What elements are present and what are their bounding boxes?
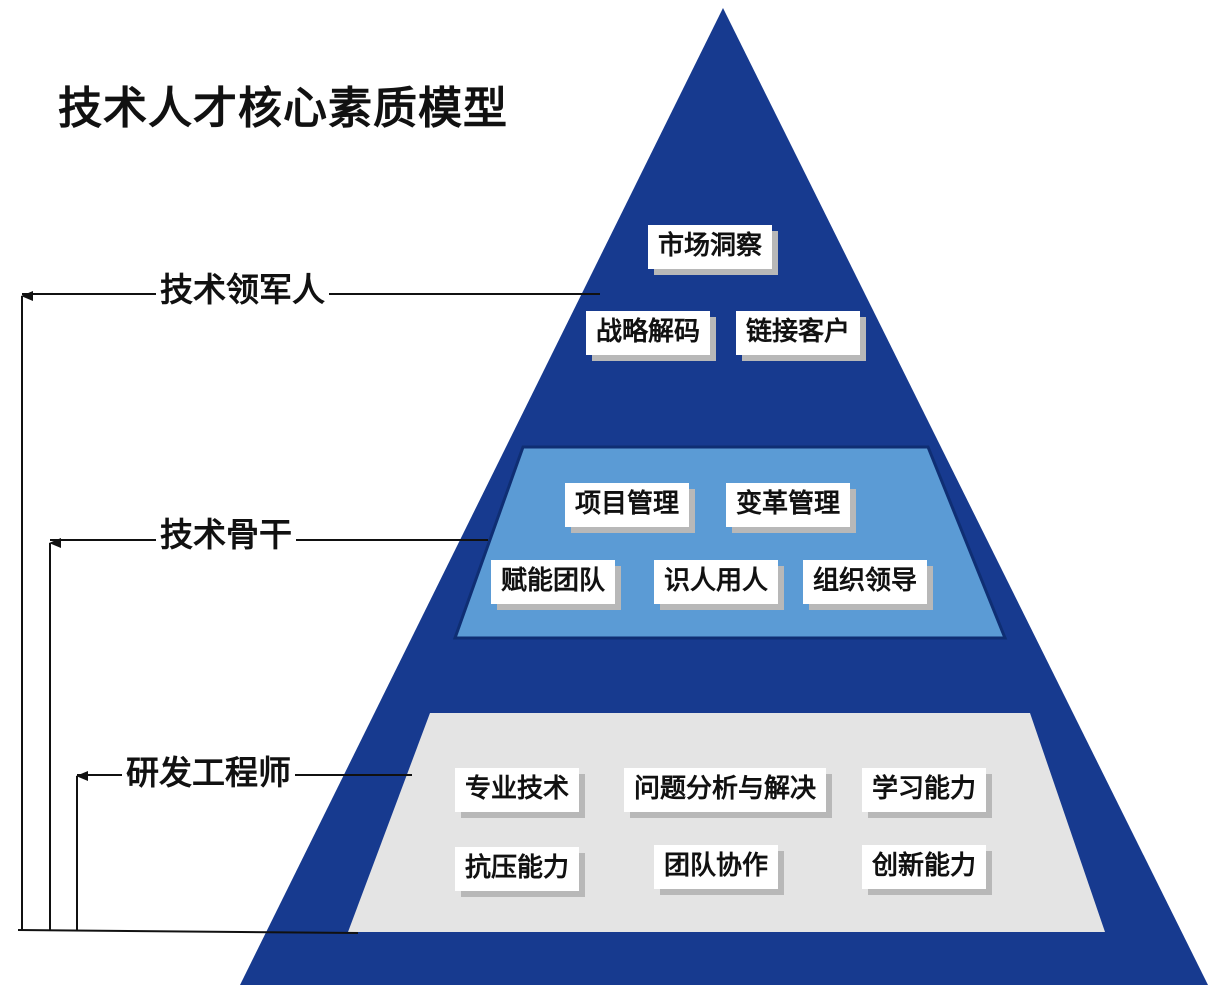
skill-box: 变革管理 <box>726 483 851 527</box>
page-title: 技术人才核心素质模型 <box>58 83 508 134</box>
skill-box: 抗压能力 <box>455 847 580 891</box>
middle-band <box>452 445 1008 640</box>
skill-box: 创新能力 <box>862 845 987 889</box>
bottom-band <box>348 713 1105 932</box>
skill-box: 赋能团队 <box>491 560 616 604</box>
skill-box: 市场洞察 <box>648 225 773 269</box>
skill-box: 链接客户 <box>736 311 861 355</box>
skill-box: 战略解码 <box>586 311 711 355</box>
skill-box: 问题分析与解决 <box>624 768 827 812</box>
ground-line <box>17 929 359 934</box>
level-label-leader: 技术领军人 <box>156 271 329 309</box>
level-label-backbone: 技术骨干 <box>156 516 296 554</box>
skill-box: 专业技术 <box>455 768 580 812</box>
level-label-engineer: 研发工程师 <box>122 754 295 792</box>
skill-box: 组织领导 <box>803 560 928 604</box>
skill-box: 团队协作 <box>654 845 779 889</box>
skill-box: 识人用人 <box>654 560 779 604</box>
skill-box: 学习能力 <box>862 768 987 812</box>
skill-box: 项目管理 <box>565 483 690 527</box>
